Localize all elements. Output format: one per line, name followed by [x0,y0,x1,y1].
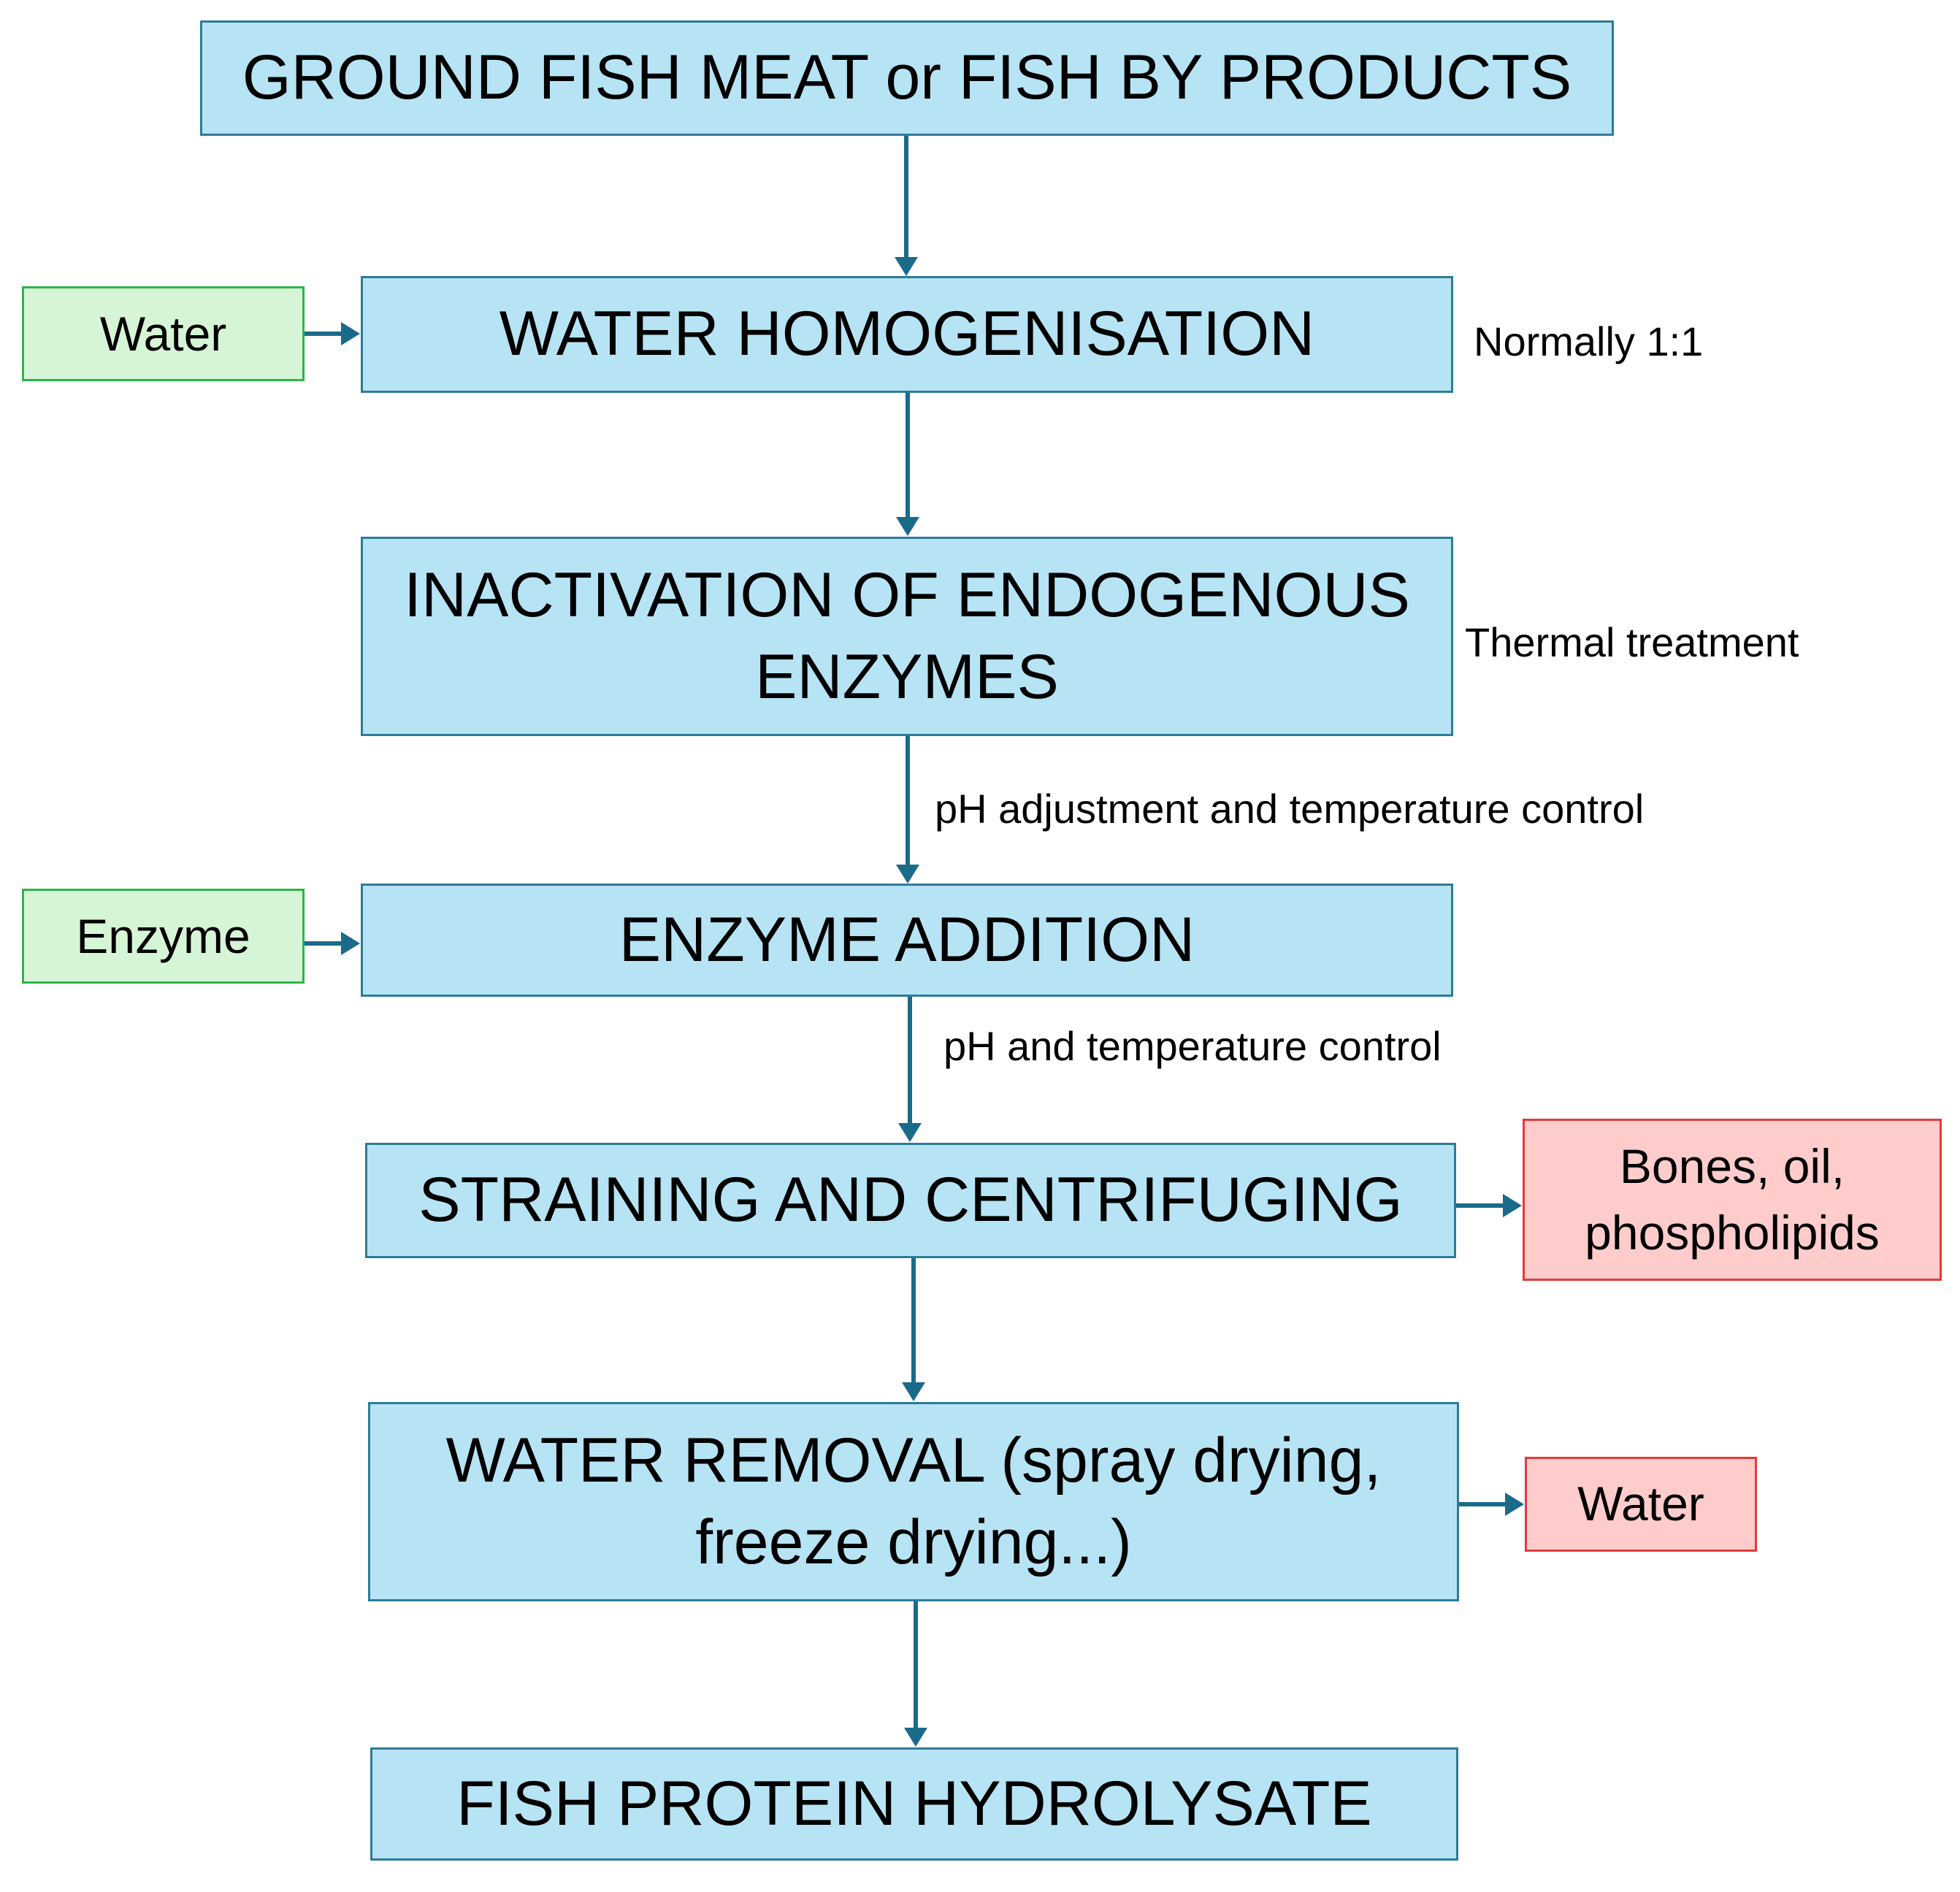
arrow-head-right [1505,1493,1524,1516]
arrow-head-down [896,517,919,536]
step-straining-and-centrifuging: STRAINING AND CENTRIFUGING [365,1143,1456,1258]
arrow-head-down [904,1728,927,1747]
step-label: WATER HOMOGENISATION [499,299,1315,369]
input-label: Enzyme [76,909,250,963]
input-enzyme: Enzyme [22,889,305,984]
arrow-homogenisation-to-inactivation [906,393,910,518]
arrow-head-down [895,257,918,276]
step-label: GROUND FISH MEAT or FISH BY PRODUCTS [242,42,1572,113]
step-fish-protein-hydrolysate: FISH PROTEIN HYDROLYSATE [370,1747,1458,1861]
step-label: WATER REMOVAL (spray drying, freeze dryi… [445,1425,1382,1577]
arrow-head-right [341,322,360,345]
note-ph-adjustment: pH adjustment and temperature control [935,786,1645,832]
arrow-head-down [902,1382,925,1401]
input-label: Water [99,307,227,361]
arrow-inactivation-to-enzyme-addition [906,736,910,866]
arrow-water-removal-to-hydrolysate [914,1601,918,1729]
arrow-head-right [1503,1194,1522,1217]
arrow-straining-to-bones-output [1456,1203,1504,1208]
arrow-enzyme-addition-to-straining [908,997,912,1125]
note-thermal-treatment: Thermal treatment [1465,619,1799,665]
step-label: INACTIVATION OF ENDOGENOUS ENZYMES [404,559,1410,712]
step-water-homogenisation: WATER HOMOGENISATION [361,276,1453,393]
arrow-ground-to-homogenisation [904,136,908,258]
step-label: FISH PROTEIN HYDROLYSATE [456,1768,1372,1839]
note-ph-temperature: pH and temperature control [943,1023,1442,1069]
output-water: Water [1525,1457,1757,1552]
step-ground-fish-meat: GROUND FISH MEAT or FISH BY PRODUCTS [200,20,1614,136]
arrow-head-right [341,932,360,955]
arrow-water-input-to-homogenisation [305,332,342,336]
step-label: STRAINING AND CENTRIFUGING [418,1165,1403,1236]
output-label: Water [1577,1477,1704,1531]
step-label: ENZYME ADDITION [619,904,1195,975]
output-label: Bones, oil, phospholipids [1585,1138,1880,1260]
arrow-enzyme-input-to-enzyme-addition [305,941,342,946]
arrow-head-down [896,865,919,884]
note-normally-ratio: Normally 1:1 [1474,318,1704,364]
step-enzyme-addition: ENZYME ADDITION [361,884,1453,997]
arrow-straining-to-water-removal [911,1258,916,1384]
step-inactivation-of-endogenous-enzymes: INACTIVATION OF ENDOGENOUS ENZYMES [361,537,1453,736]
input-water: Water [22,286,305,381]
arrow-head-down [898,1123,922,1142]
arrow-water-removal-to-water-output [1459,1502,1507,1506]
step-water-removal: WATER REMOVAL (spray drying, freeze dryi… [368,1402,1459,1601]
output-bones-oil-phospholipids: Bones, oil, phospholipids [1523,1119,1942,1281]
